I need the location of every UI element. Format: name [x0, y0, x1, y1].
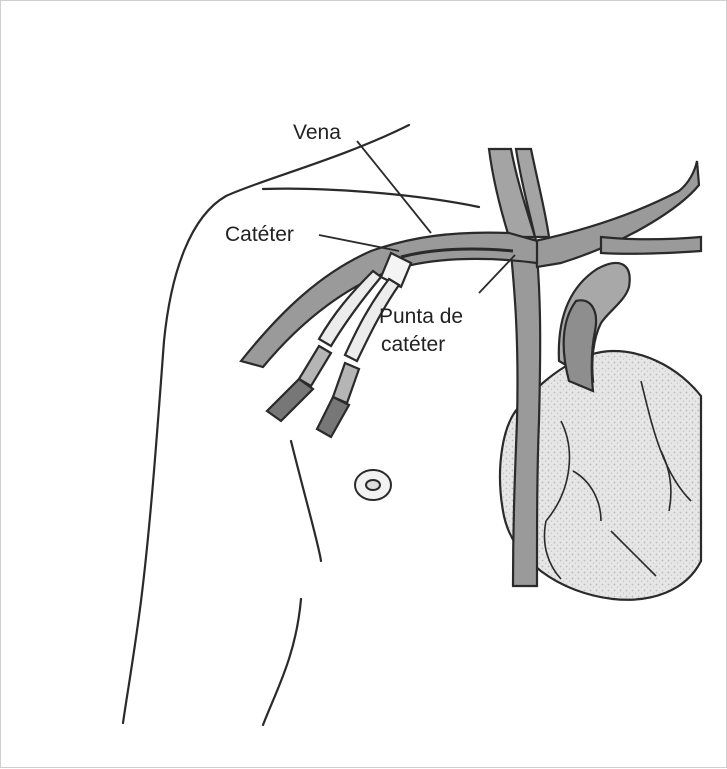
- label-catheter-tip-line2: catéter: [381, 333, 445, 356]
- pulmonary-trunk: [564, 300, 596, 391]
- catheter-connector-left: [267, 379, 313, 421]
- leader-catheter: [319, 235, 399, 251]
- nipple: [355, 470, 391, 500]
- shoulder-arm-outline: [123, 125, 409, 723]
- catheter-connector-right: [317, 397, 349, 437]
- inner-arm-line: [263, 599, 301, 725]
- clavicle-line: [263, 189, 479, 207]
- catheter-clamp-left: [299, 346, 331, 386]
- right-subclavian: [601, 237, 701, 254]
- label-vein: Vena: [293, 121, 341, 144]
- label-catheter: Catéter: [225, 223, 294, 246]
- leader-vein: [357, 141, 431, 233]
- body-outline: [123, 125, 479, 725]
- armpit-line: [291, 441, 321, 561]
- label-catheter-tip-line1: Punta de: [379, 305, 463, 328]
- leader-catheter-tip: [479, 255, 515, 293]
- superior-vena-cava: [509, 233, 540, 586]
- catheter-clamp-right: [333, 363, 359, 403]
